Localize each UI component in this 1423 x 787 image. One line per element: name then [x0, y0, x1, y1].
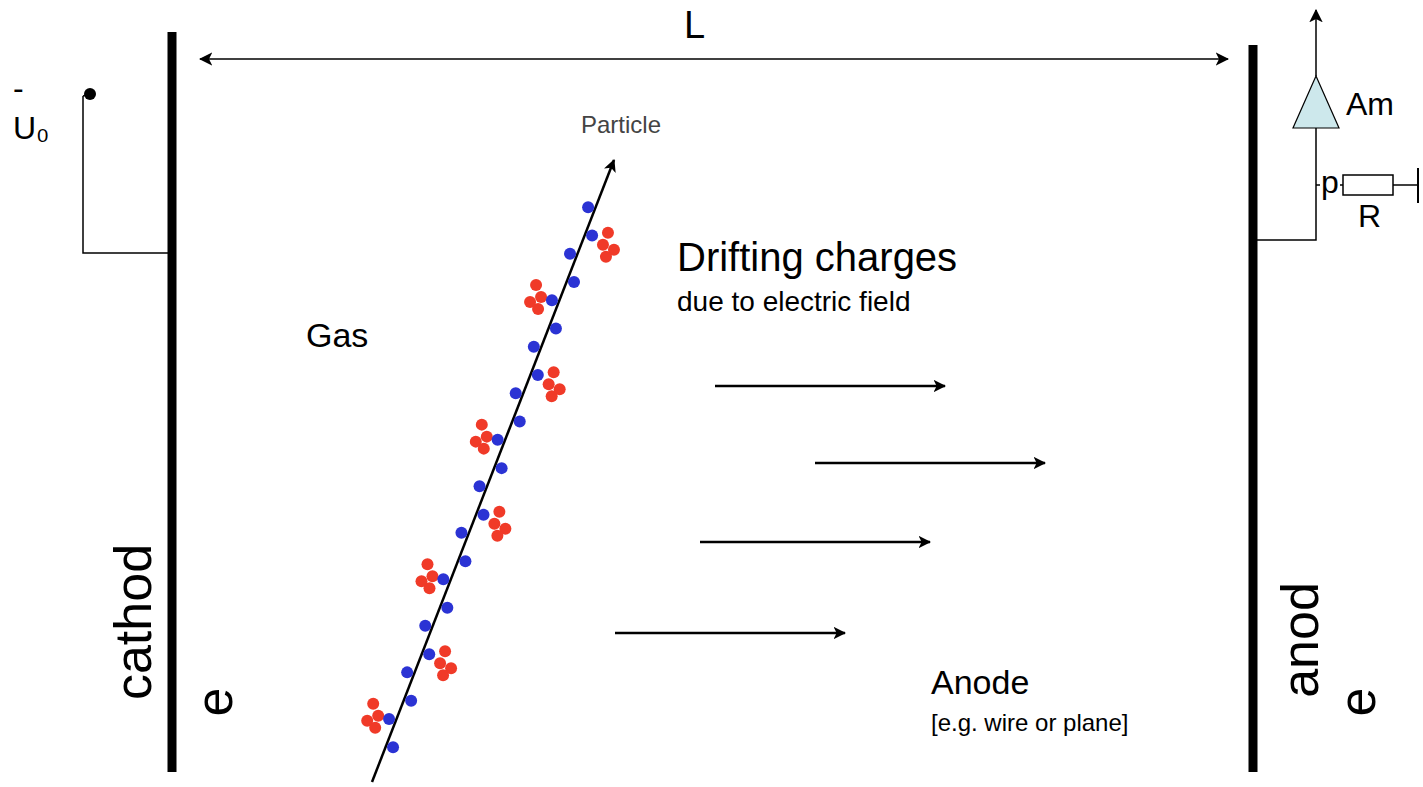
electron [492, 434, 504, 446]
positive-ion [530, 279, 542, 291]
electrode-name: e [1330, 687, 1385, 718]
positive-ion [491, 530, 503, 542]
positive-ion [437, 669, 449, 681]
voltage-sign: - [12, 72, 25, 106]
ground-symbol [1417, 168, 1419, 203]
electron [455, 527, 467, 539]
medium-label: Gas [305, 318, 369, 354]
positive-ion [367, 698, 379, 710]
electrode-name: anod [1273, 581, 1328, 699]
electron [532, 369, 544, 381]
positive-ion [532, 303, 544, 315]
positive-ion [421, 558, 433, 570]
amplifier-symbol [1293, 76, 1339, 128]
electron [568, 276, 580, 288]
positive-ion [488, 518, 500, 530]
resistor-symbol [1343, 175, 1393, 195]
electrode-name: cathod [106, 543, 161, 701]
electron [478, 509, 490, 521]
amplifier-output [1315, 10, 1317, 76]
particle-label: Particle [580, 112, 662, 137]
amplifier-label: Am [1345, 88, 1395, 122]
drift-arrow [715, 385, 945, 388]
electron [514, 416, 526, 428]
anode-plate [1249, 45, 1258, 772]
electron [423, 648, 435, 660]
dimension-arrow [200, 58, 1228, 60]
electron [550, 323, 562, 335]
positive-ion [535, 291, 547, 303]
electron [564, 248, 576, 260]
voltage-terminal [84, 88, 96, 100]
positive-ion [543, 378, 555, 390]
positive-ion [597, 239, 609, 251]
positive-ion [439, 645, 451, 657]
positive-ion [369, 722, 381, 734]
particle-track [372, 160, 614, 782]
electron [528, 341, 540, 353]
dimension-label: L [683, 6, 706, 46]
positive-ion [546, 390, 558, 402]
electron [459, 555, 471, 567]
electron [405, 695, 417, 707]
drift-arrow [615, 632, 845, 635]
electron [401, 666, 413, 678]
positive-ion [478, 443, 490, 455]
electron [496, 462, 508, 474]
electron [441, 602, 453, 614]
electron [582, 201, 594, 213]
positive-ion [493, 506, 505, 518]
anode-label: Anode [930, 665, 1030, 701]
electron [510, 387, 522, 399]
electron [383, 713, 395, 725]
anode-sublabel: [e.g. wire or plane] [930, 710, 1129, 735]
electron [419, 620, 431, 632]
drift-arrow [700, 541, 930, 544]
cathode-wire [83, 96, 168, 253]
positive-ion [426, 570, 438, 582]
positive-ion [602, 227, 614, 239]
voltage-label: U₀ [12, 112, 50, 146]
positive-ion [372, 710, 384, 722]
electrode-name: e [187, 687, 242, 718]
cathode-plate [168, 32, 177, 772]
electron [474, 480, 486, 492]
drift-arrow [815, 462, 1045, 465]
positive-ion [476, 419, 488, 431]
electron [387, 741, 399, 753]
positive-ion [600, 251, 612, 263]
drift-label: Drifting charges [676, 236, 958, 278]
resistor-label: R [1357, 200, 1382, 234]
drift-sublabel: due to electric field [676, 287, 911, 316]
electron [437, 573, 449, 585]
amplifier-label: p [1320, 166, 1340, 200]
anode-wire [1257, 128, 1316, 240]
positive-ion [548, 366, 560, 378]
electron [586, 230, 598, 242]
positive-ion [423, 582, 435, 594]
electron [546, 294, 558, 306]
positive-ion [434, 657, 446, 669]
positive-ion [481, 431, 493, 443]
ionization-charges [361, 201, 620, 753]
resistor-wire [1393, 184, 1417, 186]
